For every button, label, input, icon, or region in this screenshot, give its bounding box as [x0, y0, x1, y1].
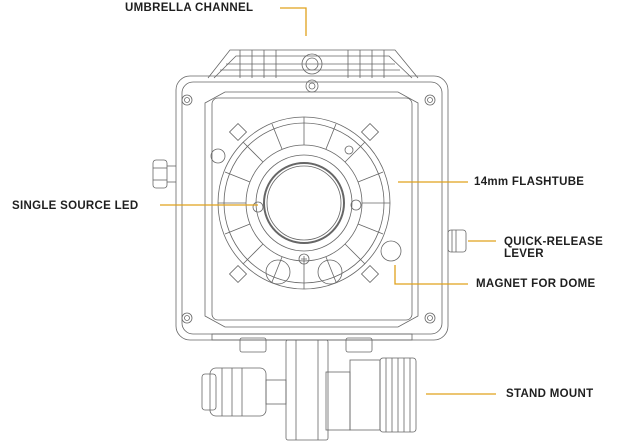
label-quick-release-lever: QUICK-RELEASE LEVER	[504, 236, 603, 260]
bottom-brackets	[211, 333, 413, 353]
quick-release-lever	[447, 229, 467, 253]
label-flashtube: 14mm FLASHTUBE	[474, 176, 585, 188]
leader-lines	[160, 7, 496, 395]
flashtube-ring	[210, 116, 391, 290]
label-magnet-for-dome: MAGNET FOR DOME	[476, 278, 596, 290]
label-quick-release-line2: LEVER	[504, 248, 544, 260]
single-source-led	[252, 154, 362, 265]
leader-umbrella-channel	[280, 7, 307, 36]
stand-mount-assembly	[201, 339, 417, 441]
umbrella-channel-hole	[301, 53, 323, 93]
label-quick-release-line1: QUICK-RELEASE	[504, 236, 604, 248]
leader-magnet	[394, 265, 468, 285]
outer-housing	[175, 75, 449, 341]
magnet-for-dome	[265, 240, 402, 285]
label-stand-mount: STAND MOUNT	[506, 388, 594, 400]
label-single-source-led: SINGLE SOURCE LED	[12, 200, 139, 212]
side-knob-left	[152, 159, 176, 189]
heatsink-fins	[207, 49, 419, 79]
label-umbrella-channel: UMBRELLA CHANNEL	[125, 2, 254, 14]
front-plate	[204, 91, 419, 328]
